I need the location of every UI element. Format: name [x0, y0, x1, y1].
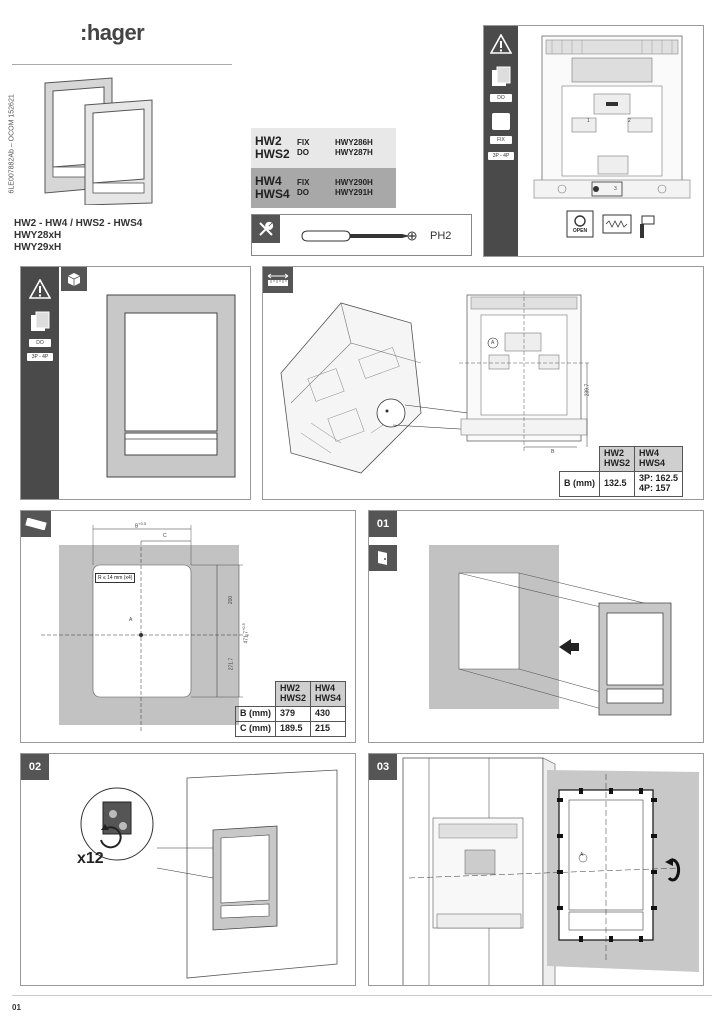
dim-200: 200	[228, 595, 235, 605]
clip-count: x12	[77, 850, 104, 867]
ref-row-1: HW2 HWS2 FIX DO HWY286H HWY287H	[251, 128, 396, 168]
insert-frame-diagram	[429, 545, 672, 716]
radius-note: R ≤ 14 mm (x4)	[95, 573, 136, 583]
callout-3: 3	[614, 186, 617, 192]
ruler-icon	[21, 511, 51, 537]
frame-illustration	[44, 77, 153, 205]
step-03-number: 03	[369, 754, 397, 780]
panel-sidebar-2	[21, 267, 59, 499]
header-rule	[12, 64, 232, 65]
dims-table-row-label: B (mm)	[559, 470, 600, 497]
dim-b: B	[551, 449, 555, 455]
cutout-table-row: C (mm) 189.5 215	[235, 720, 347, 737]
cutout-drawing	[41, 525, 251, 731]
ref-row-2-types: FIX DO	[297, 177, 310, 197]
lock-icon	[640, 215, 655, 238]
cutout-label-c: C	[163, 533, 167, 539]
dims-table-hw2: 132.5	[598, 470, 636, 497]
panel-dimension-A: A 239.7 B HW2 HWS2 HW4 HWS4 B (mm) 132.5…	[262, 266, 704, 500]
screwdriver-icon	[301, 230, 417, 242]
dims-table: HW2 HWS2 HW4 HWS4 B (mm) 132.5 3P: 162.5…	[559, 446, 684, 497]
callout-2: 2	[628, 118, 631, 124]
clip-detail-diagram	[80, 787, 154, 861]
panel-step-02: 02 x12	[20, 753, 356, 986]
step-03-label-a: A	[580, 852, 584, 858]
drawout-icon-2	[31, 311, 50, 331]
dim-271: 271.7	[228, 657, 235, 671]
panel-frame-view: DO 3P - 4P	[20, 266, 251, 500]
label-a-dims: A	[491, 340, 495, 346]
frame-front-view	[106, 294, 236, 478]
dims-table-hw4: 3P: 162.5 4P: 157	[634, 470, 684, 497]
cutout-label-a: A	[129, 617, 133, 623]
ref-row-2-models: HW4 HWS4	[255, 173, 290, 201]
warning-icon-2	[29, 279, 51, 299]
ref-row-1-refs: HWY286H HWY287H	[335, 137, 373, 157]
frame-panel-diagram	[157, 769, 338, 979]
dims-table-h1: HW2 HWS2	[598, 446, 636, 472]
panel-cutout: B+0.5 C R ≤ 14 mm (x4) A 200 471.7+0.5 2…	[20, 510, 356, 743]
cutout-table-row: B (mm) 379 430	[235, 705, 347, 722]
step-02-number: 02	[21, 754, 49, 780]
dims-table-h2: HW4 HWS4	[634, 446, 684, 472]
ref-row-2: HW4 HWS4 FIX DO HWY290H HWY291H	[251, 168, 396, 208]
cutout-table: HW2 HWS2 HW4 HWS4 B (mm) 379 430 C (mm) …	[235, 681, 347, 737]
panel-breaker-front: DO FIX 3P - 4P 1 2 3 OPEN	[483, 25, 704, 257]
product-title-line3: HWY29xH	[14, 242, 62, 253]
measure-icon	[263, 267, 293, 293]
open-label: OPEN	[572, 228, 588, 234]
drawout-icon	[492, 66, 511, 86]
warning-icon	[490, 34, 512, 54]
brand-logo: :hager	[80, 20, 145, 46]
cabinet-diagram	[402, 757, 699, 985]
panel-step-03: 03 A	[368, 753, 704, 986]
badge-do-2: DO	[29, 339, 51, 347]
callout-1: 1	[587, 118, 590, 124]
product-title: HW2 - HW4 / HWS2 - HWS4 HWY28xH HWY29xH	[14, 218, 142, 254]
tool-label: PH2	[430, 230, 452, 242]
badge-do: DO	[490, 94, 512, 102]
ref-row-1-types: FIX DO	[297, 137, 310, 157]
box-icon	[61, 267, 87, 291]
ref-table: HW2 HWS2 FIX DO HWY286H HWY287H HW4 HWS4…	[251, 128, 396, 208]
doc-code: 6LE007882Ab – OCOM 152621	[8, 94, 16, 194]
open-icon	[566, 210, 594, 238]
brand-name: hager	[86, 20, 145, 45]
breaker-front-diagram	[533, 35, 691, 199]
step-01-number: 01	[369, 511, 397, 537]
ref-row-2-refs: HWY290H HWY291H	[335, 177, 373, 197]
badge-fix: FIX	[490, 136, 512, 144]
footer-rule	[12, 995, 712, 996]
product-title-line1: HW2 - HW4 / HWS2 - HWS4	[14, 218, 143, 229]
cutout-table-h2: HW4 HWS4	[310, 681, 347, 707]
fixed-icon	[492, 113, 510, 130]
page-number: 01	[12, 1003, 21, 1012]
product-title-line2: HWY28xH	[14, 230, 62, 241]
ref-row-1-models: HW2 HWS2	[255, 133, 290, 161]
spring-icon	[602, 214, 632, 234]
dim-471: 471.7+0.5	[240, 623, 250, 644]
badge-poles: 3P - 4P	[488, 152, 514, 160]
door-icon	[369, 545, 397, 571]
tool-box: PH2	[251, 214, 472, 256]
cutout-label-b: B+0.5	[135, 521, 147, 530]
breaker-iso-diagram	[280, 302, 422, 474]
logo-colon: :	[80, 20, 87, 45]
tools-icon	[252, 215, 280, 243]
panel-step-01: 01	[368, 510, 704, 743]
dim-vertical: 239.7	[584, 383, 591, 397]
badge-poles-2: 3P - 4P	[27, 353, 53, 361]
breaker-front-diagram-2	[459, 291, 589, 451]
cutout-table-h1: HW2 HWS2	[274, 681, 312, 707]
